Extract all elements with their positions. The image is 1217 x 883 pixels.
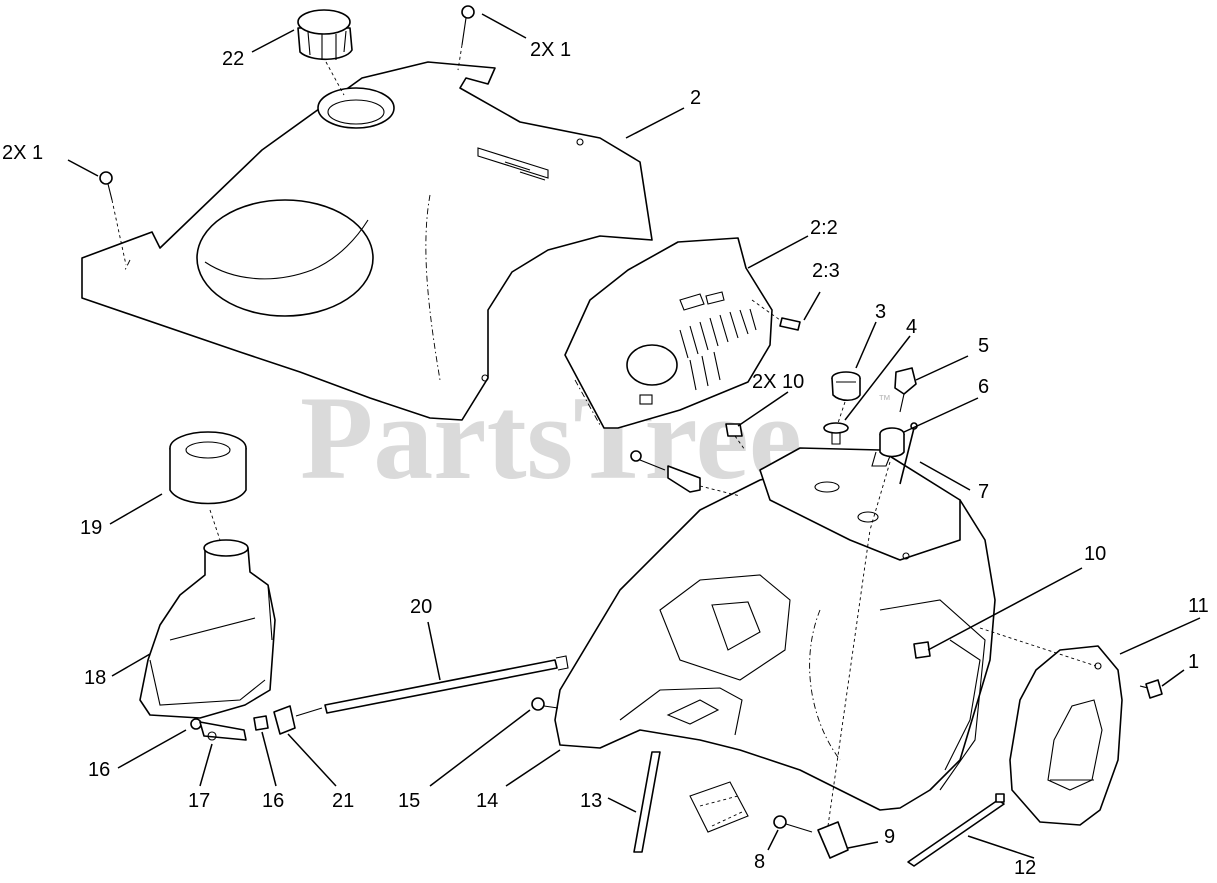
callout-10: 10	[1084, 543, 1106, 565]
callout-16-left: 16	[88, 759, 110, 781]
part-1-screw-left[interactable]	[99, 171, 127, 266]
callout-3: 3	[875, 301, 886, 323]
callout-13: 13	[580, 790, 602, 812]
part-5-key[interactable]	[894, 367, 917, 413]
callout-7: 7	[978, 481, 989, 503]
leader-lines	[67, 13, 1201, 859]
callout-19: 19	[80, 517, 102, 539]
part-10-screw-top[interactable]	[630, 450, 741, 497]
part-8-screw[interactable]	[773, 815, 813, 833]
callout-6: 6	[978, 376, 989, 398]
watermark-trademark: ™	[878, 392, 891, 407]
part-17-hose[interactable]	[199, 721, 247, 741]
callout-20: 20	[410, 596, 432, 618]
callout-18: 18	[84, 667, 106, 689]
callout-14: 14	[476, 790, 498, 812]
part-4-nut[interactable]	[823, 401, 849, 445]
part-18-fuel-tank[interactable]	[139, 539, 276, 719]
part-19-grommet[interactable]	[169, 431, 247, 541]
callout-15: 15	[398, 790, 420, 812]
part-3-knob[interactable]	[831, 371, 861, 402]
callout-17: 17	[188, 790, 210, 812]
callout-21: 21	[332, 790, 354, 812]
part-2-2-grille-shroud[interactable]	[564, 237, 773, 429]
callout-1-top: 2X 1	[530, 39, 571, 61]
part-2-3-screw[interactable]	[751, 299, 801, 331]
part-22-fuel-cap[interactable]	[297, 9, 353, 96]
callout-4: 4	[906, 316, 917, 338]
callout-9: 9	[884, 826, 895, 848]
callout-10-top: 2X 10	[752, 371, 804, 393]
callout-labels: 22 2X 1 2X 1 2 2:2 2:3 3 4 5 6 7 2X 10 1…	[2, 39, 1209, 879]
callout-2: 2	[690, 87, 701, 109]
part-11-side-shield[interactable]	[979, 627, 1123, 826]
part-6-ignition-switch[interactable]	[869, 427, 905, 531]
callout-11: 11	[1188, 595, 1209, 617]
callout-22: 22	[222, 48, 244, 70]
part-2-upper-shroud[interactable]	[81, 61, 653, 421]
callout-5: 5	[978, 335, 989, 357]
part-21-filter[interactable]	[273, 705, 323, 735]
callout-1-left: 2X 1	[2, 142, 43, 164]
part-1-screw-top[interactable]	[457, 5, 475, 71]
part-13-rod[interactable]	[633, 751, 661, 853]
callout-16-mid: 16	[262, 790, 284, 812]
callout-2-3: 2:3	[812, 260, 840, 282]
callout-1-right: 1	[1188, 651, 1199, 673]
part-20-fuel-line[interactable]	[324, 655, 569, 714]
part-10-clip-right[interactable]	[913, 641, 931, 659]
part-16-clamp-mid[interactable]	[253, 715, 269, 731]
part-9-bracket[interactable]	[689, 529, 871, 859]
part-15-screw[interactable]	[531, 697, 559, 711]
part-16-clamp-left[interactable]	[190, 718, 202, 730]
part-10-clip-top[interactable]	[725, 423, 746, 451]
part-12-cable-tie[interactable]	[907, 793, 1005, 867]
part-14-dash-panel[interactable]	[554, 447, 996, 811]
callout-12: 12	[1014, 857, 1036, 879]
callout-8: 8	[754, 851, 765, 873]
part-1-screw-right[interactable]	[1139, 679, 1163, 699]
callout-2-2: 2:2	[810, 217, 838, 239]
